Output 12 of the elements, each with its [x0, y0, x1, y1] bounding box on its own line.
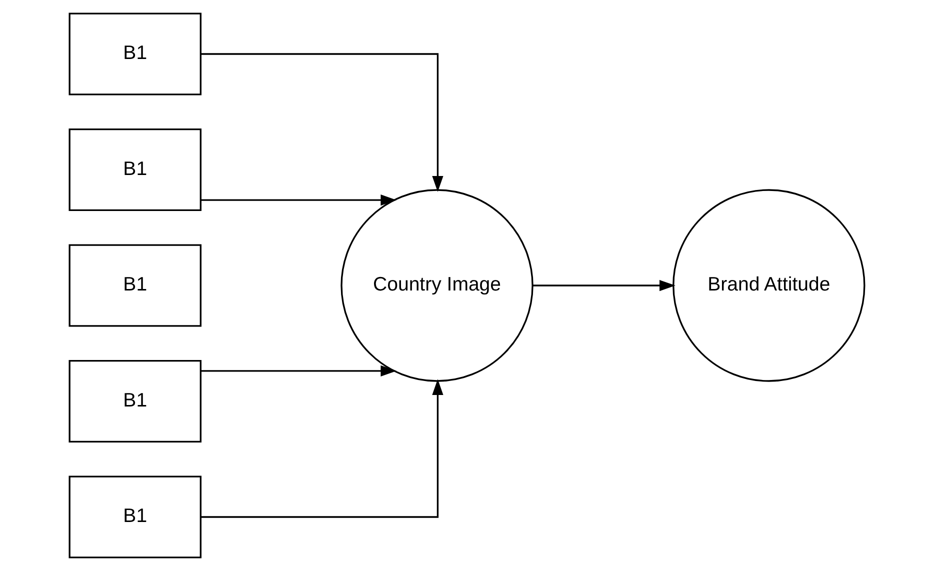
node-box: B1 — [68, 476, 202, 558]
node-box: B1 — [68, 244, 202, 327]
node-box: B1 — [68, 12, 202, 96]
node-box: B1 — [68, 128, 202, 212]
arrow — [201, 365, 397, 376]
arrow — [201, 194, 397, 206]
node-circle: Country Image — [340, 189, 534, 382]
arrow — [532, 280, 676, 292]
node-box: B1 — [68, 360, 202, 443]
arrow — [200, 379, 444, 518]
arrow — [200, 53, 444, 192]
node-circle: Brand Attitude — [672, 189, 866, 382]
